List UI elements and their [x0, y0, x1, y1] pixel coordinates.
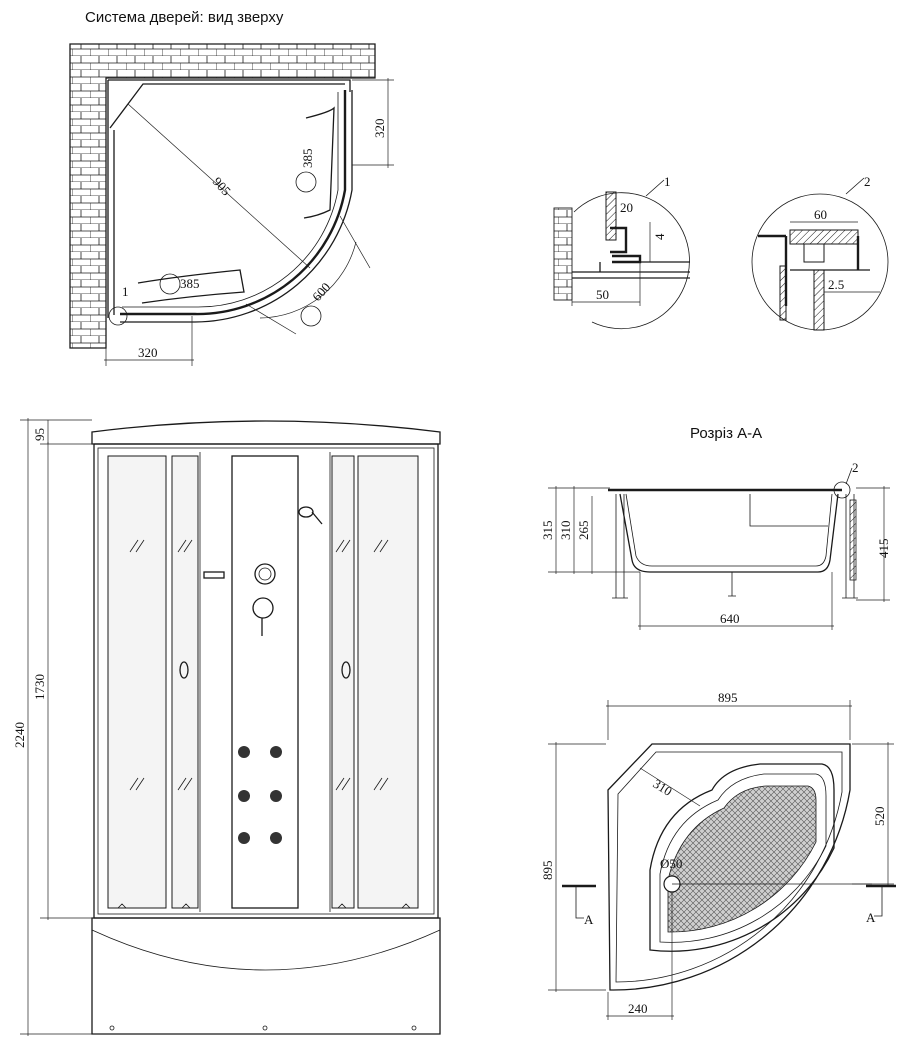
- drain-diameter: Ø50: [660, 856, 682, 871]
- section-callout-2: 2: [852, 460, 859, 475]
- dim-95: 95: [32, 428, 47, 441]
- detail-1: 20 4 50 1: [553, 174, 690, 330]
- dim-895-left: 895: [540, 861, 555, 881]
- brick-wall: [69, 43, 376, 349]
- top-view: Система дверей: вид зверху 905 385 385 6…: [69, 9, 394, 366]
- dim-265: 265: [576, 521, 591, 541]
- detail-2: 60 2.5 2: [751, 174, 889, 331]
- tray-plan: 895 895 520 310 Ø50 240 A A: [540, 690, 896, 1020]
- dim-1730: 1730: [32, 674, 47, 700]
- dim-320-right: 320: [372, 119, 387, 139]
- callout-1: 1: [122, 284, 129, 299]
- detail2-dim-25: 2.5: [828, 277, 844, 292]
- dim-315: 315: [540, 521, 555, 541]
- detail1-dim-4: 4: [652, 233, 667, 240]
- dim-895-top: 895: [718, 690, 738, 705]
- detail1-dim-20: 20: [620, 200, 633, 215]
- dim-320-bottom: 320: [138, 345, 158, 360]
- detail1-dim-50: 50: [596, 287, 609, 302]
- dim-415: 415: [876, 539, 891, 559]
- top-view-title: Система дверей: вид зверху: [85, 9, 284, 26]
- cut-marker-right: A: [866, 910, 876, 925]
- detail2-callout: 2: [864, 174, 871, 189]
- dim-385-right: 385: [300, 149, 315, 169]
- detail1-callout: 1: [664, 174, 671, 189]
- dim-600: 600: [309, 279, 333, 304]
- detail2-dim-60: 60: [814, 207, 827, 222]
- dim-640: 640: [720, 611, 740, 626]
- dim-240: 240: [628, 1001, 648, 1016]
- section-title: Розріз А-А: [690, 425, 762, 442]
- dim-520: 520: [872, 807, 887, 827]
- dim-310: 310: [558, 521, 573, 541]
- jets: [238, 746, 282, 844]
- dim-310-plan: 310: [650, 776, 674, 799]
- dim-905: 905: [210, 174, 234, 199]
- section-aa: Розріз А-А 315 310 265 415 640 2: [540, 425, 891, 630]
- dim-385-bottom: 385: [180, 276, 200, 291]
- front-view: 2240 1730 95: [12, 418, 441, 1036]
- cut-marker-left: A: [584, 912, 594, 927]
- dim-2240: 2240: [12, 722, 27, 748]
